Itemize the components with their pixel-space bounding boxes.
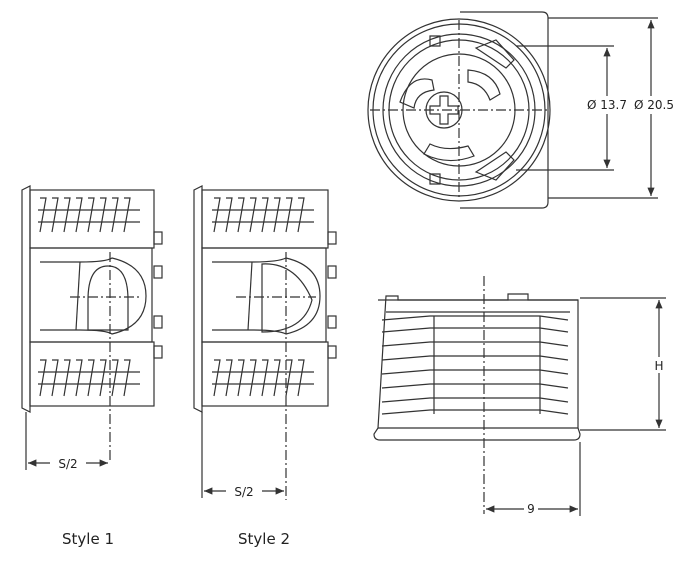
height-label: H [654,359,663,373]
style1-caption: Style 1 [62,530,114,548]
style1-side-view [21,185,163,462]
style2-side-view [193,185,337,500]
s-half-label-2: S/2 [234,485,253,499]
profile-view [373,276,666,516]
inner-diameter-label: Ø 13.7 [587,98,627,112]
outer-diameter-label: Ø 20.5 [634,98,674,112]
s-half-label-1: S/2 [58,457,77,471]
width-label: 9 [527,502,535,516]
style2-caption: Style 2 [238,530,290,548]
